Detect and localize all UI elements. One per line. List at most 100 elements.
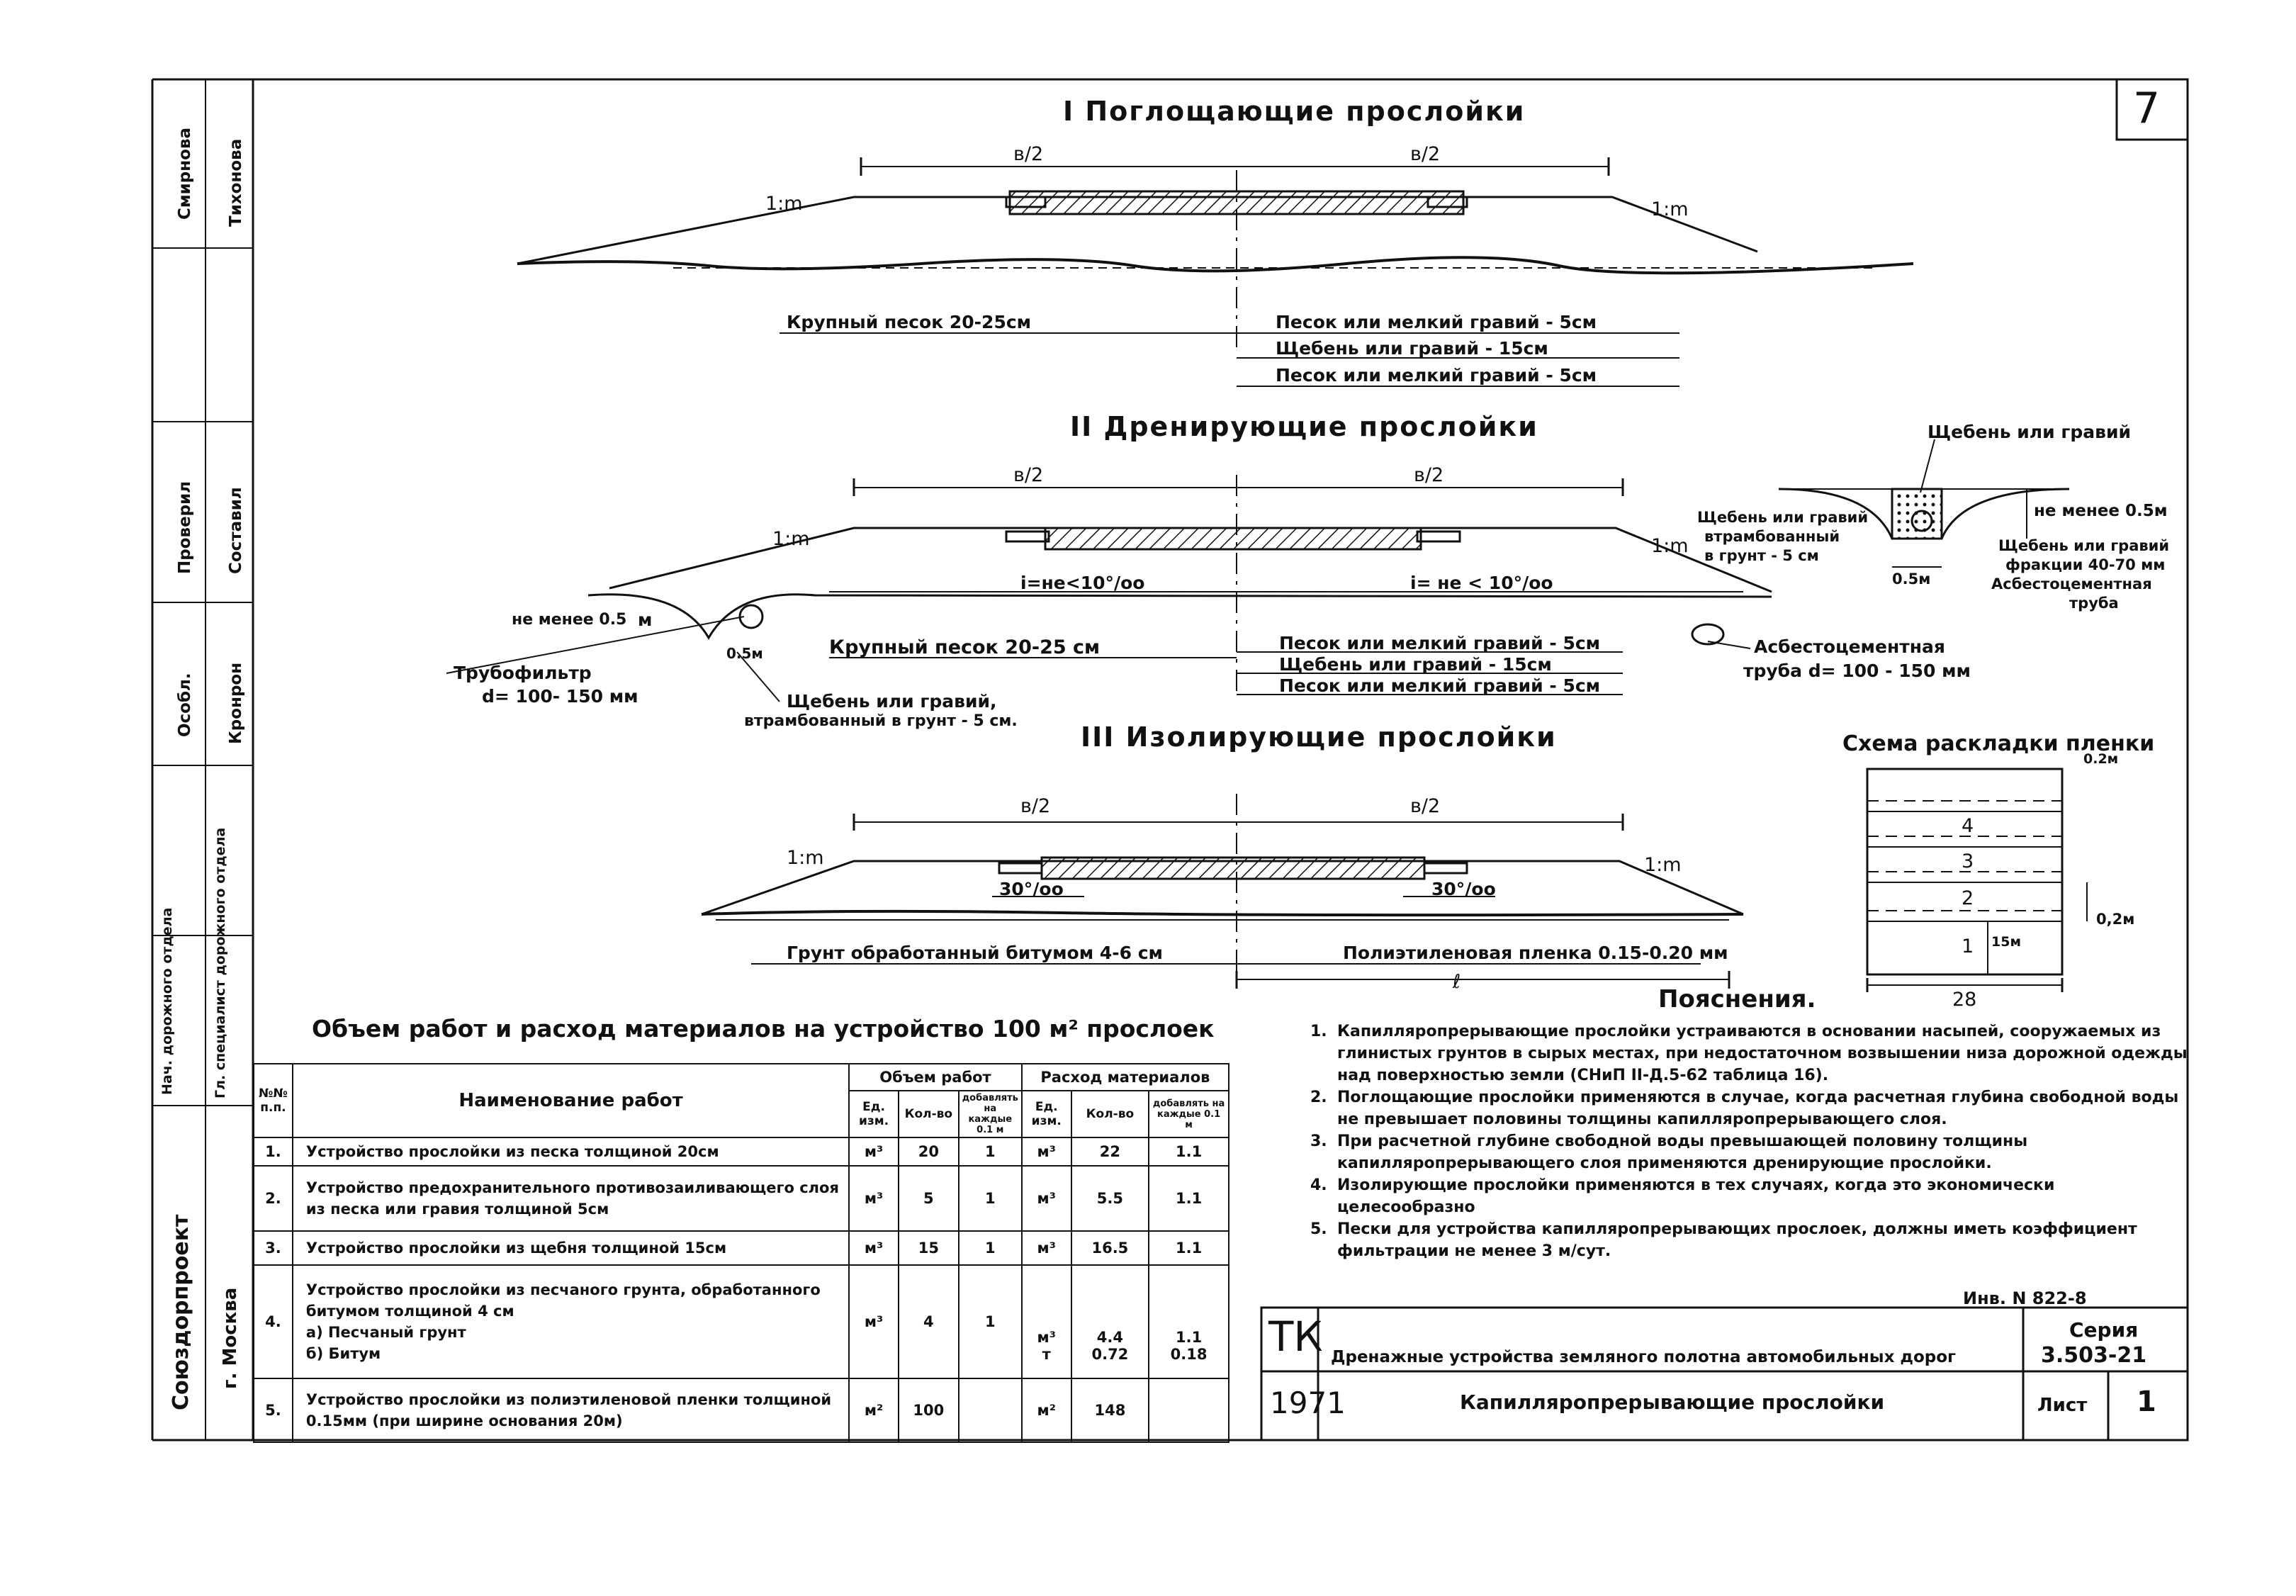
- row-2-qty: 5: [897, 1165, 960, 1232]
- s2-layer-right-1: Песок или мелкий гравий - 5см: [1279, 633, 1601, 653]
- row-2-name: Устройство предохранительного противозаи…: [291, 1165, 850, 1232]
- row-2-add: 1: [957, 1165, 1023, 1232]
- s2-m-mark: м: [638, 609, 653, 630]
- row-4-name-cell: Устройство прослойки из песчаного грунта…: [291, 1264, 850, 1379]
- s2-asb-pipe-1: Асбестоцементная: [1754, 636, 1945, 657]
- row-1-qty-2: 22: [1070, 1137, 1150, 1167]
- s1-layer-left: Крупный песок 20-25см: [787, 312, 1032, 332]
- s2-min-left: не менее 0.5: [512, 611, 627, 629]
- row-3-name: Устройство прослойки из щебня толщиной 1…: [291, 1230, 850, 1266]
- note-2-text: Поглощающие прослойки применяются в случ…: [1337, 1089, 2179, 1128]
- s3-width-l: ℓ: [1453, 971, 1461, 993]
- drain-detail-drawing: [1778, 439, 2070, 568]
- detail-left-1: Щебень или гравий: [1697, 509, 1869, 526]
- s1-layer-right-2: Щебень или гравий - 15см: [1276, 338, 1548, 359]
- detail-right-4: труба: [2069, 595, 2119, 612]
- row-3-qty: 15: [897, 1230, 960, 1266]
- row-4-sub-2: б) Битум: [305, 1345, 381, 1362]
- side-name-1: Смирнова: [176, 127, 194, 220]
- s3-grade-right: 30°/оо: [1431, 879, 1496, 899]
- row-5-unit-2: м²: [1020, 1378, 1072, 1443]
- side-name-4: Особл.: [176, 673, 194, 737]
- film-strip-width: 15м: [1991, 934, 2021, 950]
- s3-layer-right: Полиэтиленовая пленка 0.15-0.20 мм: [1343, 943, 1728, 963]
- row-5-name: Устройство прослойки из полиэтиленовой п…: [291, 1378, 850, 1443]
- row-2-unit: м³: [848, 1165, 899, 1232]
- row-4-unit-2-cell: м³ т: [1020, 1264, 1072, 1379]
- detail-left-2: втрамбованный: [1704, 528, 1840, 545]
- row-3-unit-2: м³: [1020, 1230, 1072, 1266]
- detail-right-2: фракции 40-70 мм: [2005, 556, 2166, 573]
- note-2: 2. Поглощающие прослойки применяются в сл…: [1307, 1086, 2193, 1130]
- s2-layer-left: Крупный песок 20-25 см: [829, 636, 1101, 658]
- film-gap: 0,2м: [2096, 911, 2135, 928]
- note-2-num: 2.: [1310, 1089, 1327, 1106]
- note-5: 5. Пески для устройства капилляропрерываю…: [1307, 1218, 2193, 1262]
- note-3-num: 3.: [1310, 1133, 1327, 1150]
- section-3-title: III Изолирующие прослойки: [1081, 721, 1557, 753]
- th-volume: Объем работ: [848, 1063, 1023, 1091]
- s3-half-right: в/2: [1410, 795, 1441, 817]
- s3-layer-left: Грунт обработанный битумом 4-6 см: [787, 943, 1163, 963]
- th-unit-1: Ед. изм.: [848, 1090, 899, 1138]
- detail-top: Щебень или гравий: [1928, 422, 2132, 442]
- row-4-unit: м³: [848, 1264, 899, 1379]
- row-4-qty-2-cell: 4.4 0.72: [1070, 1264, 1150, 1379]
- s2-half-right: в/2: [1414, 464, 1444, 486]
- table-row: 2. Устройство предохранительного противо…: [253, 1165, 1229, 1232]
- th-add-1: добавлять на каждые 0.1 м: [957, 1090, 1023, 1138]
- film-title: Схема раскладки пленки: [1842, 731, 2155, 756]
- film-overlap: 0.2м: [2083, 751, 2119, 767]
- stamp-sheet-label: Лист: [2037, 1395, 2088, 1416]
- s2-pipe-filter: Трубофильтр: [454, 663, 592, 683]
- th-materials: Расход материалов: [1020, 1063, 1230, 1091]
- s2-slope-note-right: i= не < 10°/оо: [1410, 573, 1553, 593]
- note-3-text: При расчетной глубине свободной воды пре…: [1337, 1133, 2028, 1172]
- note-5-num: 5.: [1310, 1220, 1327, 1238]
- row-5-add-2: [1148, 1378, 1229, 1443]
- s3-slope-right: 1:m: [1644, 854, 1682, 876]
- table-row: 5. Устройство прослойки из полиэтиленово…: [253, 1378, 1229, 1443]
- section-1-drawing: [517, 157, 1914, 387]
- s3-slope-left: 1:m: [787, 847, 824, 869]
- row-5-qty-2: 148: [1070, 1378, 1150, 1443]
- row-4-add: 1: [957, 1264, 1023, 1379]
- section-1-title: I Поглощающие прослойки: [1063, 96, 1526, 127]
- s2-pipe-filter-d: d= 100- 150 мм: [482, 686, 638, 707]
- stamp-code: ТК: [1268, 1313, 1323, 1361]
- table-row: 3. Устройство прослойки из щебня толщино…: [253, 1230, 1229, 1266]
- stamp-project: Дренажные устройства земляного полотна а…: [1331, 1348, 1957, 1366]
- note-3: 3. При расчетной глубине свободной воды п…: [1307, 1130, 2193, 1174]
- row-2-unit-2: м³: [1020, 1165, 1072, 1232]
- detail-bottom: 0.5м: [1892, 571, 1931, 588]
- materials-table: №№ п.п. Наименование работ Объем работ Р…: [253, 1063, 1230, 1443]
- row-3-add: 1: [957, 1230, 1023, 1266]
- s1-slope-left: 1:m: [765, 193, 803, 215]
- row-3-qty-2: 16.5: [1070, 1230, 1150, 1266]
- s2-layer-right-2: Щебень или гравий - 15см: [1279, 654, 1552, 675]
- side-role-checked: Проверил: [176, 481, 194, 574]
- s2-slope-right: 1:m: [1651, 535, 1689, 557]
- detail-right-3: Асбестоцементная: [1991, 575, 2152, 592]
- side-chief: Нач. дорожного отдела: [159, 907, 175, 1095]
- row-1-add: 1: [957, 1137, 1023, 1167]
- row-5-unit: м²: [848, 1378, 899, 1443]
- s2-gravel-note-2: втрамбованный в грунт - 5 см.: [744, 712, 1018, 730]
- s2-slope-left: 1:m: [772, 528, 810, 550]
- s2-slope-note-left: i=не<10°/оо: [1020, 573, 1145, 593]
- s3-grade-left: 30°/оо: [999, 879, 1064, 899]
- row-4-add-2: 1.1: [1175, 1329, 1203, 1346]
- th-name: Наименование работ: [291, 1063, 850, 1138]
- row-3-add-2: 1.1: [1148, 1230, 1229, 1266]
- row-1-add-2: 1.1: [1148, 1137, 1229, 1167]
- row-4-add-2b: 0.18: [1170, 1346, 1208, 1363]
- note-1-text: Капилляропрерывающие прослойки устраиваю…: [1337, 1023, 2188, 1084]
- note-5-text: Пески для устройства капилляропрерывающи…: [1337, 1220, 2137, 1260]
- row-1-num: 1.: [253, 1137, 293, 1167]
- stamp-sheet-number: 1: [2137, 1386, 2156, 1418]
- row-4-sub-1: а) Песчаный грунт: [305, 1324, 466, 1341]
- stamp-year: 1971: [1270, 1386, 1346, 1420]
- row-4-qty: 4: [897, 1264, 960, 1379]
- table-row: 1. Устройство прослойки из песка толщино…: [253, 1137, 1229, 1167]
- row-2-num: 2.: [253, 1165, 293, 1232]
